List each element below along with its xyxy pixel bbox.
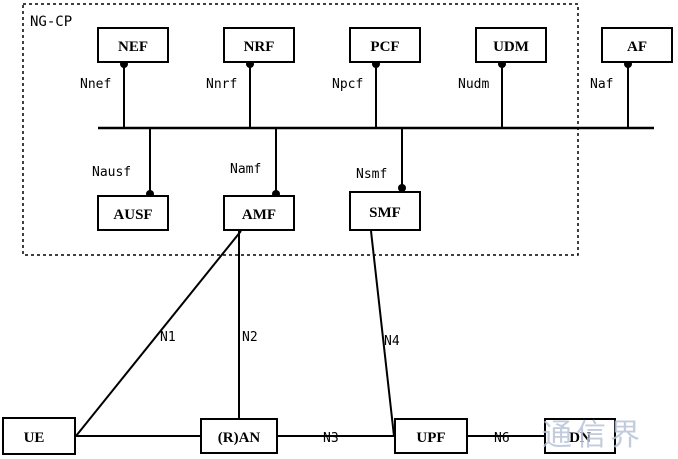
nef-connector [120,60,128,128]
pcf-label: PCF [370,39,399,55]
amf-label: AMF [242,207,276,223]
udm-connector [498,60,506,128]
dn-label: DN [569,430,591,446]
nef-label: NEF [118,39,148,55]
amf-connector [272,128,280,198]
n4-line [370,230,395,437]
ausf-connector [146,128,154,198]
udm-box: UDM [475,27,547,63]
nnef-label: Nnef [80,77,111,92]
af-connector [624,60,632,128]
nsmf-label: Nsmf [356,167,387,182]
nrf-connector [246,60,254,128]
smf-label: SMF [369,205,401,221]
n3-label: N3 [323,431,339,446]
n1-line [75,230,242,437]
npcf-label: Npcf [332,77,363,92]
nnrf-label: Nnrf [206,77,237,92]
nausf-label: Nausf [92,165,131,180]
ran-label: (R)AN [218,430,261,446]
af-label: AF [627,39,647,55]
smf-connector [398,128,406,192]
n2-label: N2 [242,330,258,345]
nrf-label: NRF [244,39,275,55]
n4-label: N4 [384,334,400,349]
ue-box: UE [2,417,76,455]
upf-label: UPF [416,430,445,446]
af-box: AF [601,27,673,63]
n6-label: N6 [494,431,510,446]
namf-label: Namf [230,162,261,177]
naf-label: Naf [590,77,613,92]
amf-box: AMF [223,195,295,231]
dn-box: DN [544,418,616,454]
nudm-label: Nudm [458,77,489,92]
ausf-label: AUSF [113,207,152,223]
ue-label: UE [24,430,45,446]
smf-box: SMF [349,191,421,231]
udm-label: UDM [493,39,529,55]
watermark: 通信界 [542,418,644,453]
ran-box: (R)AN [200,418,278,454]
ng-cp-label: NG-CP [30,14,72,30]
pcf-box: PCF [349,27,421,63]
n1-label: N1 [160,330,176,345]
nrf-box: NRF [223,27,295,63]
nef-box: NEF [97,27,169,63]
upf-box: UPF [394,418,468,454]
ausf-box: AUSF [97,195,169,231]
ng-cp-region [22,3,579,256]
pcf-connector [372,60,380,128]
